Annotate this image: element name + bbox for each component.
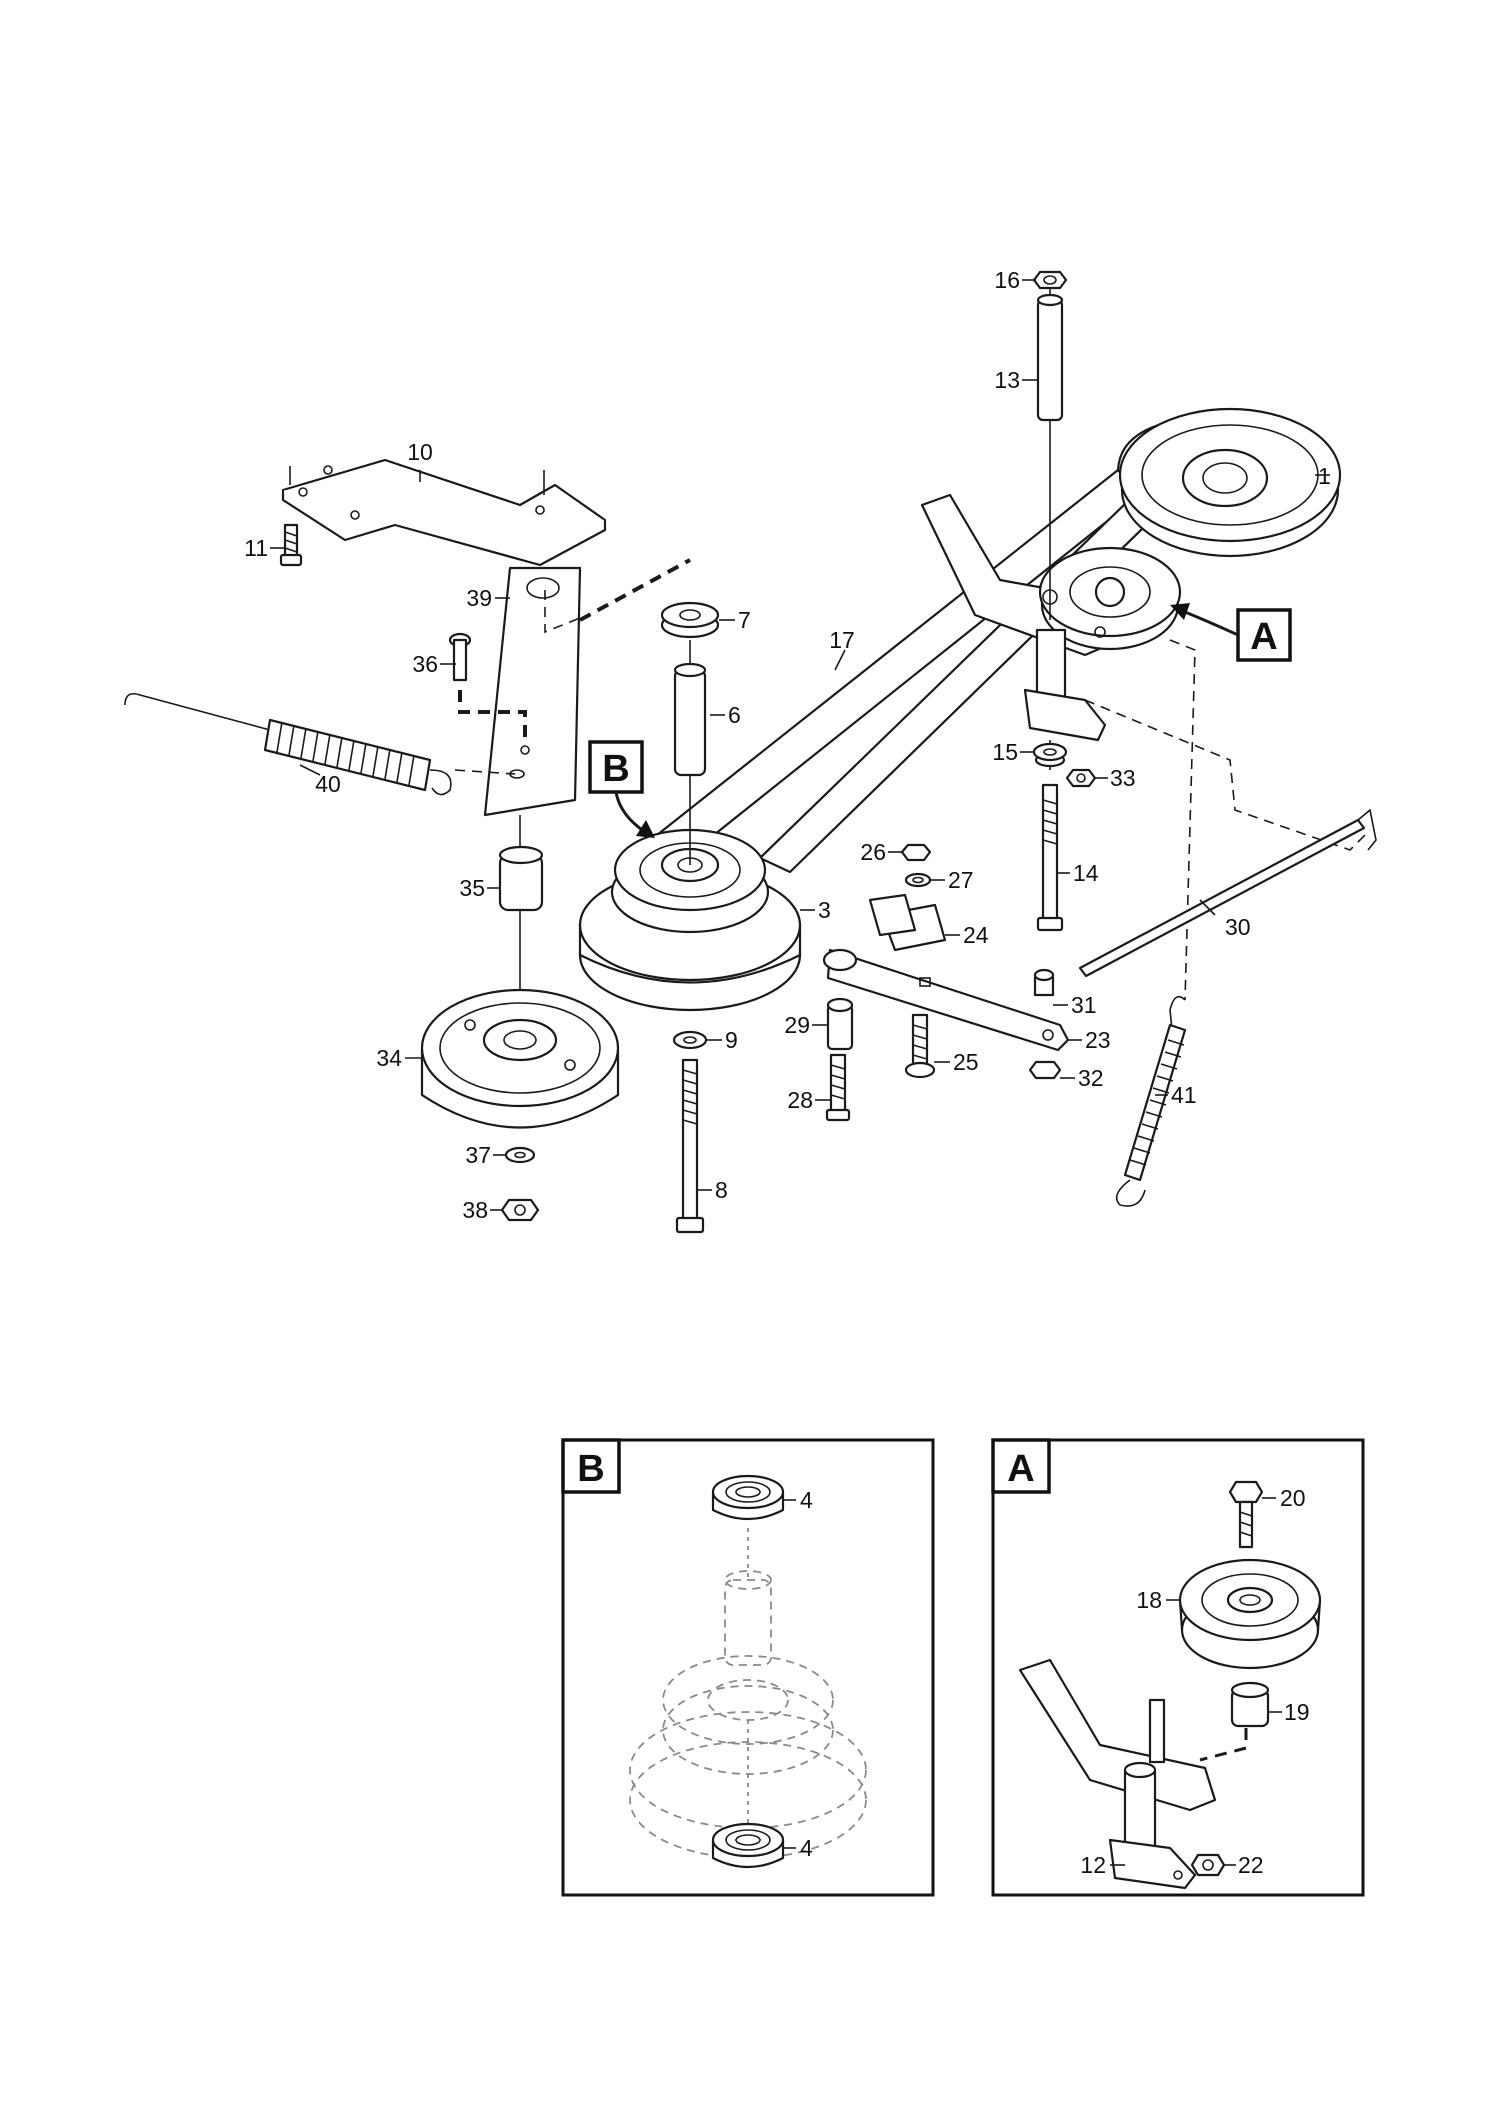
nut-16 [1032,270,1068,290]
label-8: 8 [715,1177,728,1203]
label-27: 27 [948,867,974,893]
label-32: 32 [1078,1065,1104,1091]
detail-panel-a: A 20 18 19 [991,1438,1365,1897]
label-10: 10 [407,439,433,465]
label-20: 20 [1280,1485,1306,1511]
label-9: 9 [725,1027,738,1053]
label-37: 37 [465,1142,491,1168]
label-15: 15 [992,739,1018,765]
label-12: 12 [1080,1852,1106,1878]
label-40: 40 [315,771,341,797]
svg-text:B: B [577,1448,604,1490]
idler-arm-bracket [920,493,1182,657]
label-4-top: 4 [800,1487,813,1513]
label-3: 3 [818,897,831,923]
washer-7 [660,601,720,639]
bolt-8 [675,1058,705,1234]
label-34: 34 [376,1045,402,1071]
spacer-35 [498,815,544,1020]
label-18: 18 [1136,1587,1162,1613]
label-35: 35 [459,875,485,901]
label-7: 7 [738,607,751,633]
pulley-1 [1118,407,1342,558]
bolt-14 [1034,740,1066,932]
pulley-18 [1178,1558,1322,1670]
bolt-20 [1228,1480,1264,1549]
callout-b: B [588,740,655,838]
spacer-6 [673,640,707,865]
label-17: 17 [829,627,855,653]
pivot-tube [1023,628,1107,742]
callout-a: A [1170,603,1292,662]
bracket-12 [1018,1658,1217,1890]
spring-41 [1115,995,1187,1207]
pin-31 [1033,968,1055,997]
nut-38 [500,1198,540,1222]
bracket-23 [822,948,1070,1052]
pulley-34 [420,988,620,1129]
label-36: 36 [412,651,438,677]
label-11: 11 [244,535,268,561]
label-6: 6 [728,702,741,728]
bolt-25 [904,1013,936,1079]
nut-33 [1065,768,1097,788]
bracket-10 [281,458,607,567]
label-28: 28 [787,1087,813,1113]
label-14: 14 [1073,860,1099,886]
svg-text:A: A [1007,1448,1034,1490]
label-23: 23 [1085,1027,1111,1053]
label-25: 25 [953,1049,979,1075]
label-13: 13 [994,367,1020,393]
label-16: 16 [994,267,1020,293]
detail-panel-b: B 4 4 [561,1438,935,1897]
label-24: 24 [963,922,989,948]
spacer-13 [1036,288,1064,620]
washer-37 [504,1146,536,1164]
label-19: 19 [1284,1699,1310,1725]
nut-22 [1190,1853,1226,1877]
part-labels: 16 13 1 10 11 39 7 6 17 36 40 35 3 9 8 3… [244,267,1331,1223]
leader-lines [270,279,1330,1211]
spacer-29 [826,997,854,1051]
rod-30 [1078,808,1377,978]
label-22: 22 [1238,1852,1264,1878]
label-4-bottom: 4 [800,1835,813,1861]
pin-24 [868,893,947,952]
spring-40 [124,692,452,796]
label-1: 1 [1318,463,1331,489]
arm-39 [483,566,582,817]
washer-15 [1032,742,1068,762]
label-29: 29 [784,1012,810,1038]
svg-text:A: A [1250,616,1277,658]
screw-11 [279,523,303,567]
bolt-28 [825,1053,851,1122]
washer-9 [672,1030,708,1050]
label-26: 26 [860,839,886,865]
label-31: 31 [1071,992,1097,1018]
label-38: 38 [462,1197,488,1223]
bolt-36 [448,632,472,682]
washer-27 [904,872,932,888]
bearing-4-bottom [711,1822,785,1868]
bearing-4-top [711,1474,785,1520]
label-41: 41 [1171,1082,1197,1108]
svg-text:B: B [602,748,629,790]
label-30: 30 [1225,914,1251,940]
label-39: 39 [466,585,492,611]
spacer-19 [1230,1681,1270,1728]
nut-26 [900,843,932,862]
label-33: 33 [1110,765,1136,791]
nut-32 [1028,1060,1062,1080]
